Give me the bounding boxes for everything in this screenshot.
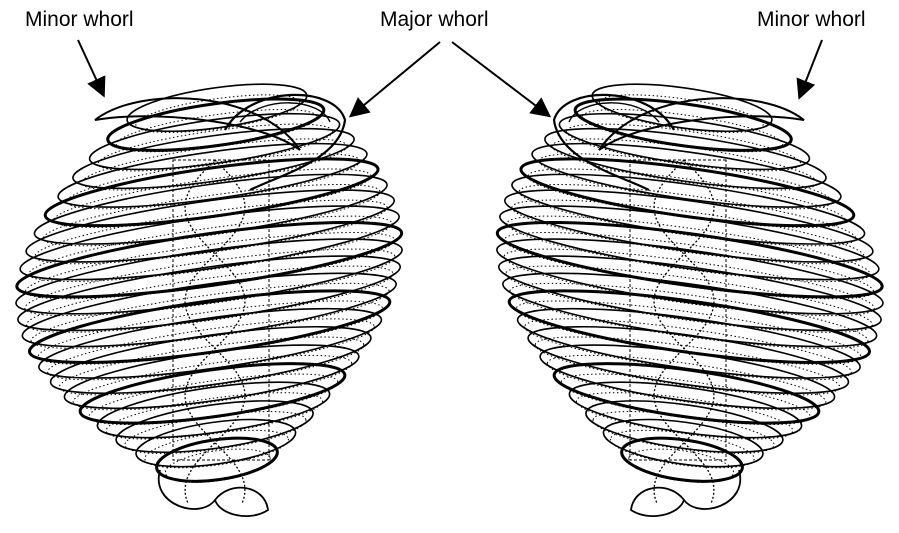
arrow-minor-left xyxy=(78,40,103,94)
coil-turn xyxy=(12,224,405,330)
tail-loop xyxy=(159,470,268,516)
arrow-minor-right xyxy=(800,40,822,96)
major-whorl-label: Major whorl xyxy=(380,8,489,32)
coil-turn xyxy=(47,313,374,407)
coil-turns xyxy=(493,75,886,488)
tail-loop xyxy=(631,470,740,516)
coil-turn xyxy=(42,145,381,239)
minor-whorl-label-left: Minor whorl xyxy=(25,8,134,32)
coil-turn xyxy=(518,145,857,239)
left-whorl-structure xyxy=(12,75,405,516)
coil-turn xyxy=(525,313,852,407)
minor-whorl-label-right: Minor whorl xyxy=(757,8,866,32)
coil-turn xyxy=(509,160,868,258)
arrows xyxy=(78,40,822,115)
coil-turn xyxy=(514,294,863,392)
arrow-major-right xyxy=(452,42,548,115)
coil-turn xyxy=(493,224,886,330)
arrow-major-left xyxy=(352,42,440,115)
coil-turns xyxy=(12,75,405,488)
right-whorl-structure xyxy=(493,75,886,516)
coil-turn xyxy=(31,160,390,258)
coil-turn xyxy=(35,294,384,392)
